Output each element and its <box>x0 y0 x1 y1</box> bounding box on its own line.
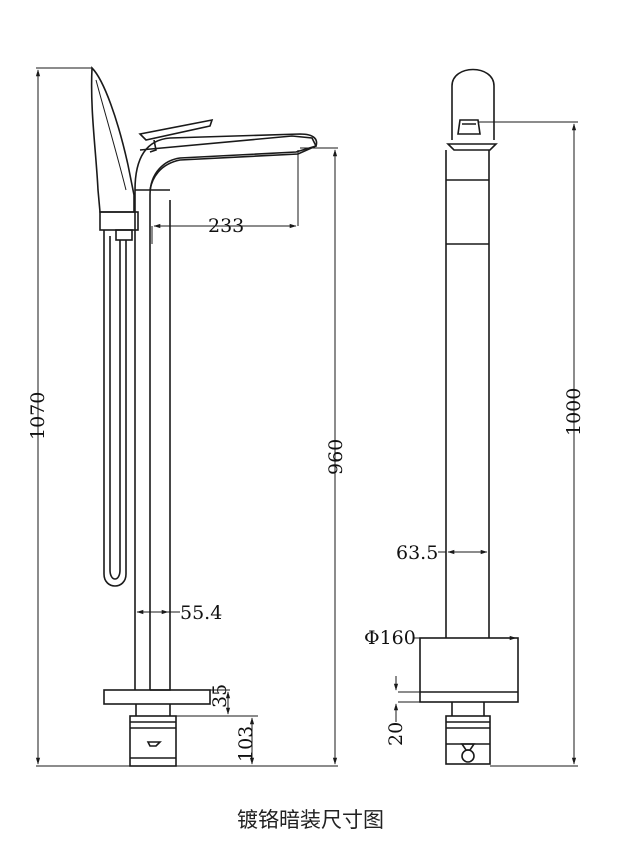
dim-side-pipe-diameter: 55.4 <box>180 602 222 624</box>
dim-base-diameter: Φ160 <box>364 627 416 649</box>
dim-spout-height: 960 <box>325 439 347 475</box>
rough-in-valve <box>129 715 177 767</box>
front-view <box>419 68 519 765</box>
dim-base-thickness: 35 <box>209 684 231 708</box>
front-column <box>445 150 490 638</box>
lever-handle <box>138 118 214 153</box>
front-lever <box>457 119 481 135</box>
shower-hose <box>103 230 127 587</box>
front-hand-shower <box>451 68 495 140</box>
front-rough-in-valve <box>445 715 491 765</box>
spout <box>139 135 318 191</box>
dim-front-pipe-diameter: 63.5 <box>396 542 438 564</box>
shower-holder <box>99 211 139 231</box>
dim-front-height: 1000 <box>563 388 585 436</box>
dim-total-height: 1070 <box>27 392 49 440</box>
holder-clip <box>115 229 133 241</box>
side-view <box>90 66 318 767</box>
base-plate <box>103 689 211 705</box>
dim-base-below-floor: 103 <box>235 726 257 762</box>
dim-base-gap: 20 <box>385 722 407 746</box>
dim-spout-reach: 233 <box>208 215 244 237</box>
hand-shower-inner <box>95 79 127 191</box>
front-spout-cap <box>446 143 498 151</box>
drawing-caption: 镀铬暗装尺寸图 <box>237 808 384 832</box>
